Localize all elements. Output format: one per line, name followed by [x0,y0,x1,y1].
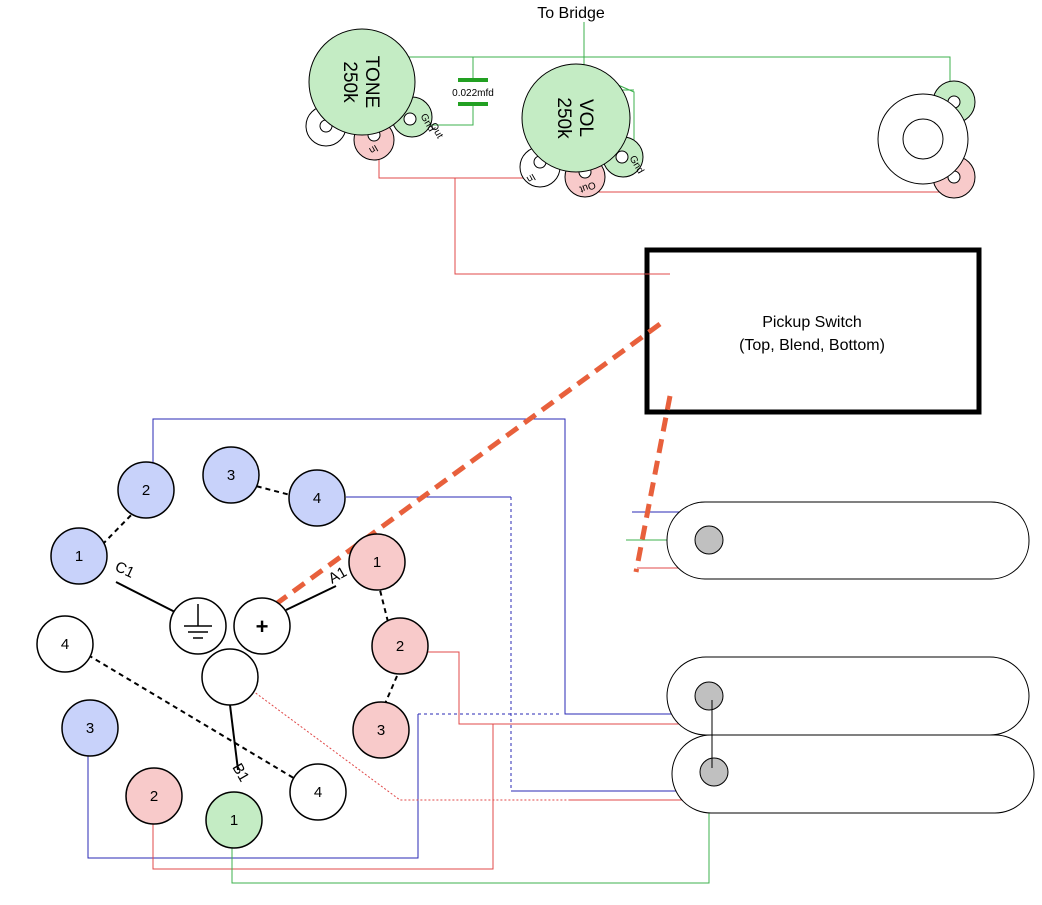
svg-text:+: + [256,614,269,639]
terminal-blue-2: 2 [117,461,175,519]
cap-lead-bottom [422,106,474,126]
tone-lug-out-label: Out [427,121,445,141]
tone-pot-body [308,28,416,136]
tone-in-wire [378,150,540,179]
vol-pot-body [521,63,631,173]
ground-icon [169,597,227,655]
wiper-a1 [285,585,337,611]
volume-pot: In Out Gnd VOL 250k [519,63,646,198]
svg-text:1: 1 [75,548,83,565]
jack-hole [902,118,944,160]
rotary-switch: C1 A1 B1 + 1 2 3 4 [36,446,429,849]
terminal-red-1: 1 [348,533,406,591]
terminal-white-4-right: 4 [289,763,347,821]
terminal-white-4-left: 4 [36,615,94,673]
svg-text:3: 3 [377,722,385,739]
tone-pot-value: 250k [339,61,360,103]
terminal-blue-3-top: 3 [202,446,260,504]
tone-lug-gnd: Gnd [391,96,437,138]
pickup-switch: Pickup Switch (Top, Blend, Bottom) [644,247,982,415]
svg-text:3: 3 [86,720,94,737]
c1-label: C1 [112,558,137,582]
terminal-red-2-bottom: 2 [125,767,183,825]
bridge-humbucker [666,656,1035,814]
a1-label: A1 [326,564,350,588]
ground-wire-tone-to-jack [398,56,951,88]
terminal-blue-4: 4 [288,469,346,527]
vol-pot-name: VOL [575,99,596,137]
svg-text:2: 2 [396,638,404,655]
terminal-green-1: 1 [205,791,263,849]
capacitor-label: 0.022mfd [452,88,494,99]
wiper-c1 [115,581,176,613]
neck-pickup-pole [694,525,724,555]
blue-wire-3 [87,714,419,859]
switch-label-line1: Pickup Switch [762,314,862,331]
link-red-2-3 [383,675,398,707]
svg-text:1: 1 [230,812,238,829]
terminal-red-3: 3 [352,701,410,759]
svg-text:4: 4 [313,490,321,507]
terminal-blue-1: 1 [50,527,108,585]
plus-terminal: + [233,597,291,655]
selector-line [263,321,673,615]
svg-text:4: 4 [314,784,322,801]
link-white-4-4 [87,654,303,784]
to-bridge-label: To Bridge [537,5,605,22]
green-wire-1 [231,800,710,884]
svg-text:Out: Out [578,179,597,195]
red-wire-dashed [229,673,570,801]
wiper-b1 [229,704,239,771]
neck-pickup [666,501,1030,580]
svg-text:1: 1 [373,554,381,571]
terminal-blue-3-bottom: 3 [61,699,119,757]
vol-pot-value: 250k [553,97,574,139]
svg-text:3: 3 [227,467,235,484]
red-wire-2-upper [428,651,700,725]
svg-text:2: 2 [142,482,150,499]
humbucker-pole-bottom [699,757,729,787]
red-wire-2-lower [152,724,494,870]
svg-text:4: 4 [61,636,69,653]
svg-text:2: 2 [150,788,158,805]
tone-pot: In Gnd Out TONE 250k [305,28,445,161]
switch-to-tone-wire [454,178,670,275]
switch-center-terminal [201,648,259,706]
b1-label: B1 [229,761,253,785]
link-red-1-2 [377,581,389,623]
switch-label-line2: (Top, Blend, Bottom) [739,337,885,354]
humbucker-pole-top [694,681,724,711]
terminal-red-2: 2 [371,617,429,675]
output-jack [877,80,976,199]
vol-out-to-jack-wire [588,178,951,193]
blue-wire-2 [152,418,698,715]
capacitor: 0.022mfd [452,78,494,106]
tone-pot-name: TONE [361,56,382,108]
